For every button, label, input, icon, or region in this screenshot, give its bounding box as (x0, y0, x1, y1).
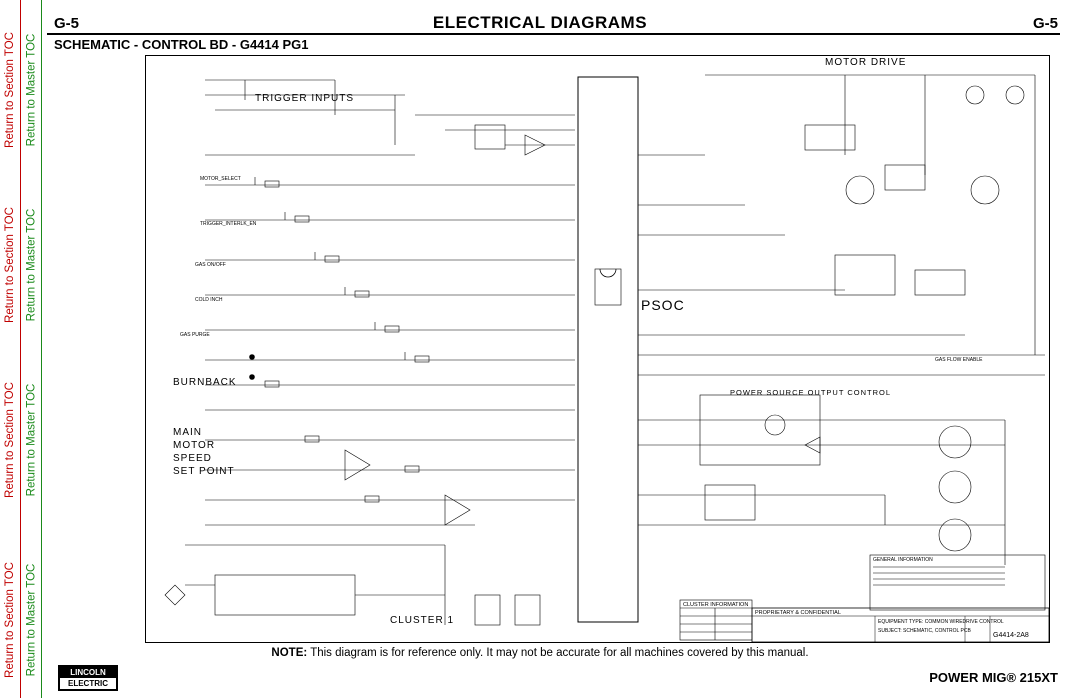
return-to-section-toc-link[interactable]: Return to Section TOC (4, 207, 17, 323)
svg-text:CLUSTER INFORMATION: CLUSTER INFORMATION (683, 602, 748, 608)
psoc-label: PSOC (641, 297, 685, 313)
power-source-output-label: POWER SOURCE OUTPUT CONTROL (730, 388, 891, 397)
svg-text:PROPRIETARY & CONFIDENTIAL: PROPRIETARY & CONFIDENTIAL (755, 610, 841, 616)
return-to-section-toc-link[interactable]: Return to Section TOC (4, 382, 17, 498)
signal-motor-select: MOTOR_SELECT (200, 176, 241, 182)
section-toc-sidebar: Return to Section TOC Return to Section … (0, 0, 21, 698)
power-source-wiring (638, 374, 1045, 565)
signal-gas-flow-enable: GAS FLOW ENABLE (935, 357, 983, 363)
master-toc-sidebar: Return to Master TOC Return to Master TO… (21, 0, 42, 698)
reference-note: NOTE: This diagram is for reference only… (271, 647, 809, 659)
motor-drive-wiring (638, 74, 1045, 356)
svg-text:SET POINT: SET POINT (173, 466, 235, 477)
schematic-diagram: TRIGGER INPUTS MOTOR DRIVE BURNBACK POWE… (145, 55, 1050, 643)
svg-text:EQUIPMENT TYPE: COMMON WIREDRI: EQUIPMENT TYPE: COMMON WIREDRIVE CONTROL (878, 619, 1004, 625)
section-code-left: G-5 (54, 15, 80, 32)
signal-gas-on-off: GAS ON/OFF (195, 262, 226, 268)
trigger-inputs-label: TRIGGER INPUTS (255, 93, 354, 104)
main-motor-speed-label: MAIN MOTOR SPEED SET POINT (173, 427, 235, 477)
section-code-right: G-5 (1032, 15, 1058, 32)
svg-text:SUBJECT: SCHEMATIC, CONTROL PC: SUBJECT: SCHEMATIC, CONTROL PCB (878, 628, 971, 634)
burnback-label: BURNBACK (173, 377, 237, 388)
burnback-wiring (205, 354, 575, 526)
return-to-master-toc-link[interactable]: Return to Master TOC (25, 563, 38, 677)
signal-cold-inch: COLD INCH (195, 297, 223, 303)
schematic-border (145, 55, 1050, 643)
return-to-section-toc-link[interactable]: Return to Section TOC (4, 32, 17, 148)
return-to-master-toc-link[interactable]: Return to Master TOC (25, 33, 38, 147)
cluster-1-wiring (164, 544, 541, 626)
psoc-chip (577, 76, 639, 623)
signal-trigger-interlock: TRIGGER_INTERLK_EN (200, 221, 257, 227)
schematic-subtitle: SCHEMATIC - CONTROL BD - G4414 PG1 (54, 37, 309, 52)
general-information-box: GENERAL INFORMATION (869, 554, 1046, 611)
return-to-master-toc-link[interactable]: Return to Master TOC (25, 383, 38, 497)
cluster-1-label: CLUSTER 1 (390, 615, 454, 626)
svg-text:MOTOR: MOTOR (173, 440, 215, 451)
trigger-wiring (205, 79, 575, 363)
product-name: POWER MIG® 215XT (929, 670, 1058, 685)
page-title: ELECTRICAL DIAGRAMS (432, 13, 648, 32)
signal-gas-purge: GAS PURGE (180, 332, 210, 338)
return-to-master-toc-link[interactable]: Return to Master TOC (25, 208, 38, 322)
lincoln-electric-logo: LINCOLN ELECTRIC (58, 665, 118, 691)
header-rule (47, 33, 1060, 35)
title-block: PROPRIETARY & CONFIDENTIAL EQUIPMENT TYP… (751, 607, 1050, 643)
svg-text:G4414-2A8: G4414-2A8 (993, 632, 1029, 639)
motor-drive-label: MOTOR DRIVE (825, 57, 906, 68)
cluster-information-table: CLUSTER INFORMATION (679, 599, 753, 641)
svg-text:GENERAL INFORMATION: GENERAL INFORMATION (873, 557, 933, 563)
return-to-section-toc-link[interactable]: Return to Section TOC (4, 562, 17, 678)
svg-text:SPEED: SPEED (173, 453, 212, 464)
svg-text:MAIN: MAIN (173, 427, 202, 438)
